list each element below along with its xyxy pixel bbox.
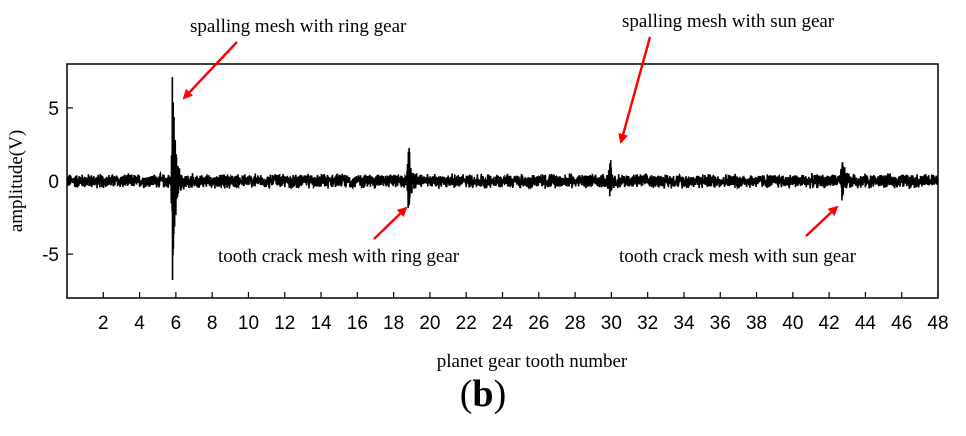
- arrow-crack-ring: [373, 206, 408, 240]
- y-tick-label: 0: [48, 172, 59, 193]
- arrow-spalling-sun: [618, 36, 652, 144]
- y-tick-label: -5: [42, 245, 59, 266]
- annotation-crack-ring: tooth crack mesh with ring gear: [218, 246, 460, 267]
- panel-label-letter: b: [472, 373, 494, 415]
- x-tick-label: 26: [528, 313, 549, 334]
- signal-line: [67, 77, 938, 280]
- x-tick-label: 20: [419, 313, 440, 334]
- x-tick-label: 48: [927, 313, 948, 334]
- x-tick-label: 10: [238, 313, 259, 334]
- x-tick-label: 38: [746, 313, 767, 334]
- x-tick-label: 2: [98, 313, 109, 334]
- x-tick-label: 24: [492, 313, 514, 334]
- panel-label-open: (: [459, 373, 473, 415]
- x-tick-label: 34: [673, 313, 695, 334]
- arrow-spalling-ring: [182, 41, 238, 100]
- x-tick-label: 30: [601, 313, 622, 334]
- x-tick-label: 8: [207, 313, 218, 334]
- arrow-crack-sun: [805, 205, 839, 237]
- x-tick-label: 44: [855, 313, 877, 334]
- annotation-spalling-sun: spalling mesh with sun gear: [622, 11, 835, 32]
- annotation-spalling-ring: spalling mesh with ring gear: [190, 16, 407, 37]
- panel-label-close: ): [493, 373, 507, 415]
- y-axis-label: amplitude(V): [6, 130, 27, 232]
- annotation-layer: spalling mesh with ring gear spalling me…: [182, 11, 857, 267]
- x-axis-label: planet gear tooth number: [437, 351, 628, 372]
- signal-layer: [67, 77, 938, 280]
- x-tick-label: 42: [819, 313, 840, 334]
- x-tick-label: 22: [456, 313, 477, 334]
- x-tick-label: 12: [274, 313, 295, 334]
- x-tick-label: 4: [134, 313, 145, 334]
- x-tick-label: 46: [891, 313, 912, 334]
- x-tick-label: 14: [310, 313, 332, 334]
- x-tick-label: 28: [565, 313, 586, 334]
- x-tick-label: 36: [710, 313, 731, 334]
- annotation-crack-sun: tooth crack mesh with sun gear: [619, 246, 857, 267]
- x-tick-label: 32: [637, 313, 658, 334]
- x-tick-label: 18: [383, 313, 404, 334]
- panel-label: (b): [0, 372, 966, 416]
- y-tick-label: 5: [48, 99, 59, 120]
- x-tick-label: 6: [171, 313, 182, 334]
- x-tick-label: 40: [782, 313, 803, 334]
- x-tick-label: 16: [347, 313, 368, 334]
- y-axis-ticks: 5 0 -5: [42, 99, 73, 266]
